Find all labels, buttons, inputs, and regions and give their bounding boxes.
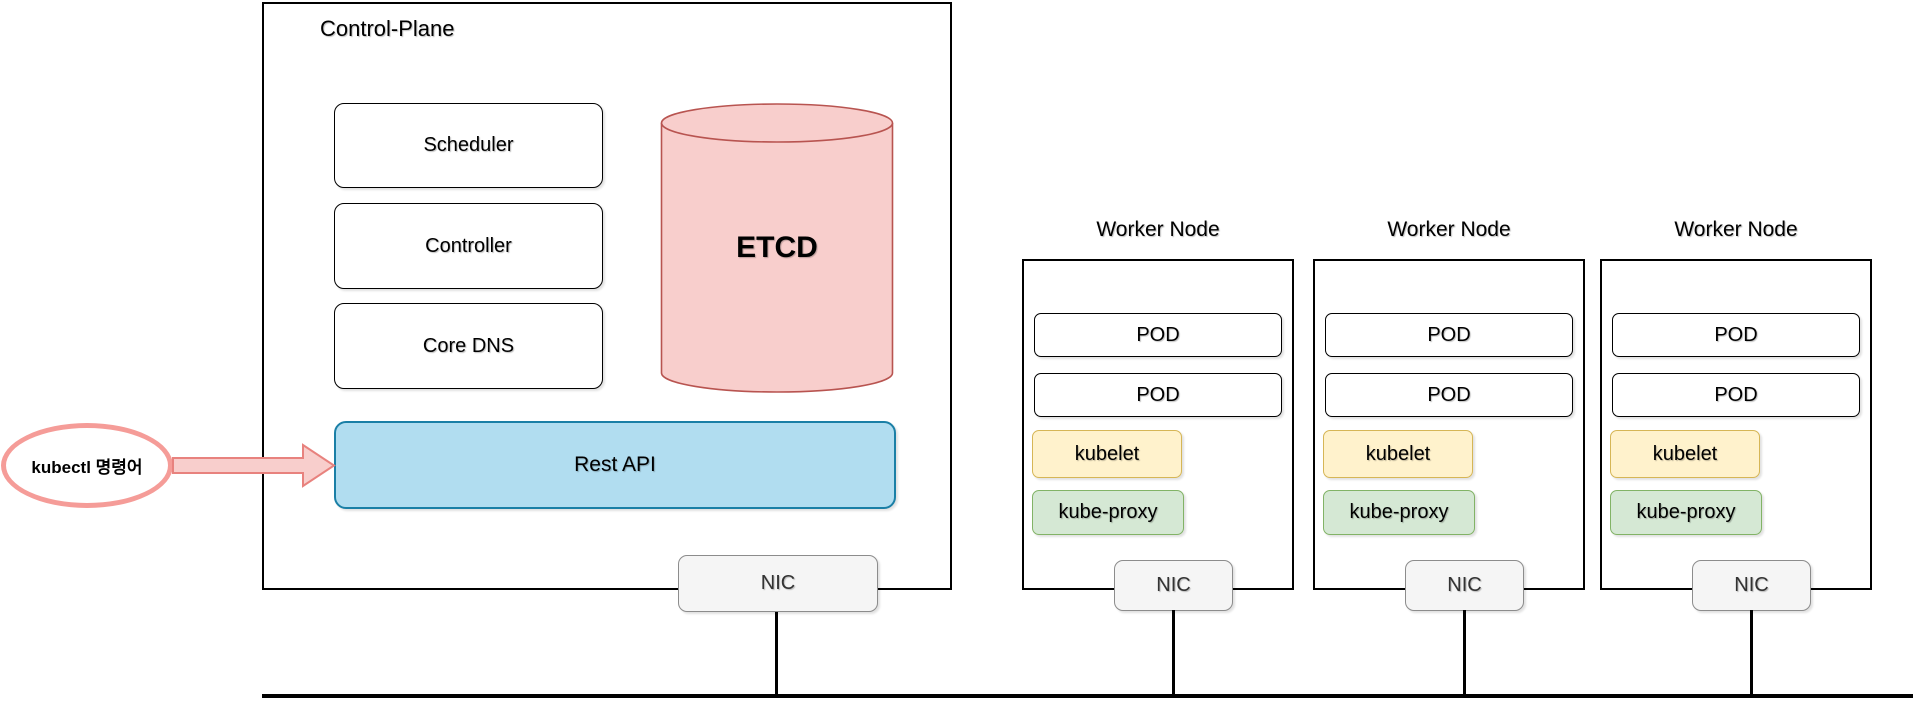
etcd-cylinder: ETCD [660, 102, 894, 394]
etcd-label: ETCD [736, 231, 818, 264]
kubectl-arrow-icon [172, 442, 337, 489]
kubelet-label: kubelet [1652, 442, 1718, 465]
scheduler-box: Scheduler [334, 103, 603, 188]
worker-nic-box: NIC [1405, 560, 1524, 611]
kubectl-callout-ellipse: kubectl 명령어 [1, 423, 173, 508]
rest-api-box: Rest API [334, 421, 896, 509]
pod-box: POD [1034, 313, 1282, 357]
kube-proxy-box: kube-proxy [1032, 490, 1184, 535]
rest-api-label: Rest API [574, 453, 656, 476]
pod-box: POD [1325, 373, 1573, 417]
worker-nic-box: NIC [1692, 560, 1811, 611]
kubelet-box: kubelet [1610, 430, 1760, 478]
network-bus-line [262, 694, 1913, 698]
control-plane-title: Control-Plane [320, 16, 455, 41]
kubelet-box: kubelet [1032, 430, 1182, 478]
pod-box: POD [1612, 373, 1860, 417]
scheduler-label: Scheduler [423, 134, 514, 156]
worker-nic-label: NIC [1734, 574, 1769, 596]
pod-label: POD [1714, 383, 1758, 406]
worker3-nic-drop-line [1750, 610, 1753, 696]
control-plane-nic-box: NIC [678, 555, 878, 612]
core-dns-box: Core DNS [334, 303, 603, 389]
pod-box: POD [1612, 313, 1860, 357]
worker-node-box [1600, 259, 1872, 590]
pod-box: POD [1034, 373, 1282, 417]
controller-label: Controller [425, 234, 512, 257]
core-dns-label: Core DNS [422, 334, 515, 357]
etcd-cylinder-shape [660, 103, 894, 393]
worker-node-title: Worker Node [1674, 218, 1798, 241]
kubelet-label: kubelet [1365, 442, 1431, 465]
pod-box: POD [1325, 313, 1573, 357]
worker-nic-box: NIC [1114, 560, 1233, 611]
pod-label: POD [1714, 323, 1758, 346]
control-plane-nic-label: NIC [760, 572, 796, 594]
worker-nic-label: NIC [1156, 574, 1191, 596]
kubelet-box: kubelet [1323, 430, 1473, 478]
worker-node-3: Worker Node POD POD kubelet kube-proxy N… [1600, 218, 1872, 696]
kubectl-callout-label: kubectl 명령어 [31, 458, 143, 477]
kube-proxy-label: kube-proxy [1058, 501, 1158, 523]
worker-node-2: Worker Node POD POD kubelet kube-proxy N… [1313, 218, 1585, 696]
worker2-nic-drop-line [1463, 610, 1466, 696]
kube-proxy-box: kube-proxy [1610, 490, 1762, 535]
kube-proxy-label: kube-proxy [1349, 501, 1449, 523]
kube-proxy-label: kube-proxy [1636, 501, 1736, 523]
pod-label: POD [1427, 323, 1471, 346]
worker-node-box [1022, 259, 1294, 590]
pod-label: POD [1136, 383, 1180, 406]
worker1-nic-drop-line [1172, 610, 1175, 696]
kubelet-label: kubelet [1074, 442, 1140, 465]
worker-node-box [1313, 259, 1585, 590]
control-plane-nic-drop-line [775, 612, 778, 696]
controller-box: Controller [334, 203, 603, 289]
worker-node-1: Worker Node POD POD kubelet kube-proxy N… [1022, 218, 1294, 696]
worker-node-title: Worker Node [1096, 218, 1220, 241]
worker-node-title: Worker Node [1387, 218, 1511, 241]
pod-label: POD [1427, 383, 1471, 406]
worker-nic-label: NIC [1447, 574, 1482, 596]
kube-proxy-box: kube-proxy [1323, 490, 1475, 535]
pod-label: POD [1136, 323, 1180, 346]
